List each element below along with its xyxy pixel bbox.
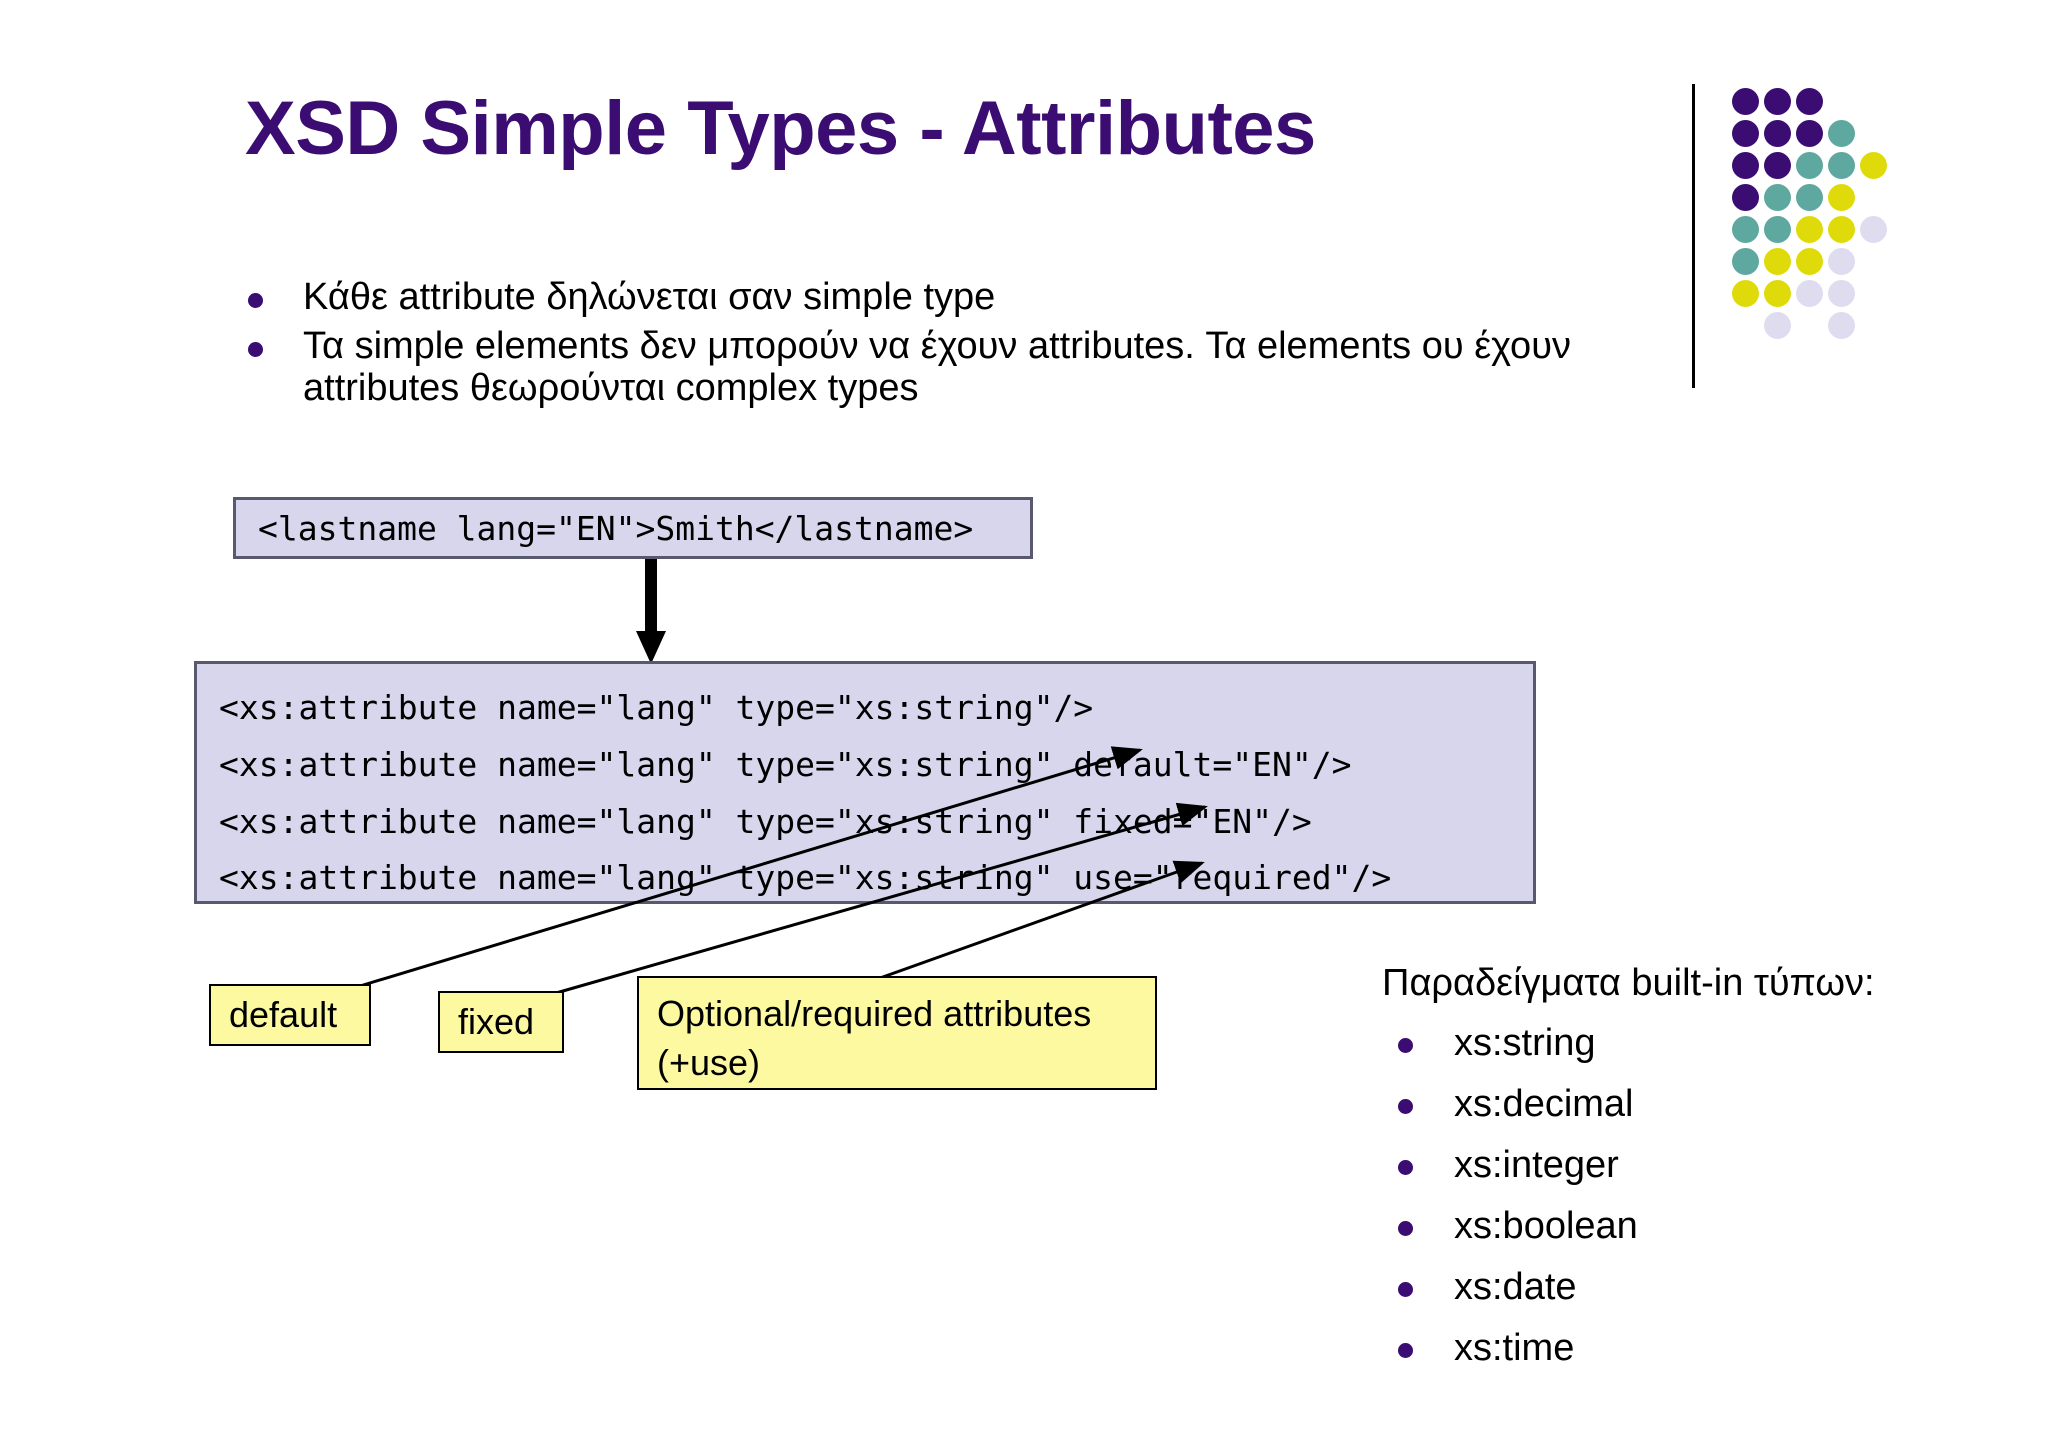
logo-dot-icon bbox=[1764, 184, 1791, 211]
list-item-label: Κάθε attribute δηλώνεται σαν simple type bbox=[303, 276, 996, 318]
logo-dot-icon bbox=[1732, 120, 1759, 147]
logo-dot-icon bbox=[1732, 248, 1759, 275]
logo-dot-icon bbox=[1796, 216, 1823, 243]
logo-dot-icon bbox=[1796, 88, 1823, 115]
logo-dot-icon bbox=[1860, 216, 1887, 243]
list-item: Τα simple elements δεν μπορούν να έχουν … bbox=[228, 325, 1628, 410]
bullet-icon bbox=[1398, 1343, 1413, 1359]
code-line: <xs:attribute name="lang" type="xs:strin… bbox=[219, 858, 1392, 898]
code-line: <xs:attribute name="lang" type="xs:strin… bbox=[219, 801, 1312, 841]
logo-dot-icon bbox=[1828, 184, 1855, 211]
callout-optional-line1: Optional/required attributes bbox=[657, 993, 1092, 1034]
list-item: xs:time bbox=[1382, 1326, 1982, 1370]
callout-default: default bbox=[209, 984, 371, 1046]
page-title: XSD Simple Types - Attributes bbox=[245, 86, 1316, 171]
xml-example-code: <lastname lang="EN">Smith</lastname> bbox=[258, 508, 974, 548]
list-item-label: xs:date bbox=[1454, 1266, 1577, 1309]
intro-bullet-list: Κάθε attribute δηλώνεται σαν simple type… bbox=[228, 276, 1628, 416]
logo-dot-icon bbox=[1764, 312, 1791, 339]
bullet-icon bbox=[1398, 1282, 1413, 1298]
bullet-icon bbox=[1398, 1099, 1413, 1115]
builtin-types-panel: Παραδείγματα built-in τύπων: xs:string x… bbox=[1382, 962, 1982, 1387]
logo-dot-icon bbox=[1732, 216, 1759, 243]
code-line: <xs:attribute name="lang" type="xs:strin… bbox=[219, 688, 1094, 727]
list-item: xs:string bbox=[1382, 1021, 1982, 1065]
bullet-icon bbox=[248, 293, 263, 308]
down-arrow-icon bbox=[636, 559, 666, 664]
logo-dot-icon bbox=[1796, 152, 1823, 179]
bullet-icon bbox=[1398, 1160, 1413, 1176]
bullet-icon bbox=[1398, 1221, 1413, 1237]
logo-dot-icon bbox=[1860, 152, 1887, 179]
builtin-types-heading: Παραδείγματα built-in τύπων: bbox=[1382, 962, 1875, 1004]
list-item: xs:date bbox=[1382, 1265, 1982, 1309]
logo-dot-icon bbox=[1764, 280, 1791, 307]
logo-dot-icon bbox=[1796, 248, 1823, 275]
logo-dot-icon bbox=[1828, 312, 1855, 339]
list-item-label: xs:boolean bbox=[1454, 1205, 1638, 1248]
logo-dot-icon bbox=[1828, 248, 1855, 275]
callout-fixed: fixed bbox=[438, 991, 564, 1053]
xml-example-box: <lastname lang="EN">Smith</lastname> bbox=[233, 497, 1033, 559]
list-item-label: Τα simple elements δεν μπορούν να έχουν … bbox=[303, 324, 1571, 410]
logo-dot-icon bbox=[1828, 280, 1855, 307]
dot-grid-logo-icon bbox=[1732, 88, 1932, 358]
logo-dot-icon bbox=[1796, 280, 1823, 307]
list-item: Κάθε attribute δηλώνεται σαν simple type bbox=[228, 276, 1628, 319]
logo-dot-icon bbox=[1732, 88, 1759, 115]
list-item-label: xs:string bbox=[1454, 1022, 1596, 1064]
callout-fixed-label: fixed bbox=[458, 1001, 535, 1042]
callout-optional-line2: (+use) bbox=[657, 1041, 761, 1083]
logo-dot-icon bbox=[1764, 88, 1791, 115]
callout-default-label: default bbox=[229, 994, 338, 1035]
logo-dot-icon bbox=[1796, 120, 1823, 147]
logo-dot-icon bbox=[1828, 216, 1855, 243]
bullet-icon bbox=[1398, 1038, 1413, 1053]
list-item: xs:boolean bbox=[1382, 1204, 1982, 1248]
logo-dot-icon bbox=[1828, 120, 1855, 147]
list-item: xs:decimal bbox=[1382, 1082, 1982, 1126]
callout-optional-required: Optional/required attributes (+use) bbox=[637, 976, 1157, 1090]
logo-dot-icon bbox=[1764, 248, 1791, 275]
logo-dot-icon bbox=[1732, 152, 1759, 179]
logo-dot-icon bbox=[1828, 152, 1855, 179]
code-line: <xs:attribute name="lang" type="xs:strin… bbox=[219, 744, 1352, 784]
logo-dot-icon bbox=[1764, 120, 1791, 147]
header-divider bbox=[1692, 84, 1695, 388]
list-item-label: xs:integer bbox=[1454, 1144, 1619, 1187]
list-item-label: xs:decimal bbox=[1454, 1083, 1634, 1126]
list-item-label: xs:time bbox=[1454, 1327, 1575, 1370]
list-item: xs:integer bbox=[1382, 1143, 1982, 1187]
logo-dot-icon bbox=[1732, 280, 1759, 307]
logo-dot-icon bbox=[1764, 216, 1791, 243]
xsd-attribute-code-box: <xs:attribute name="lang" type="xs:strin… bbox=[194, 661, 1536, 904]
logo-dot-icon bbox=[1796, 184, 1823, 211]
bullet-icon bbox=[248, 341, 263, 357]
logo-dot-icon bbox=[1732, 184, 1759, 211]
logo-dot-icon bbox=[1764, 152, 1791, 179]
